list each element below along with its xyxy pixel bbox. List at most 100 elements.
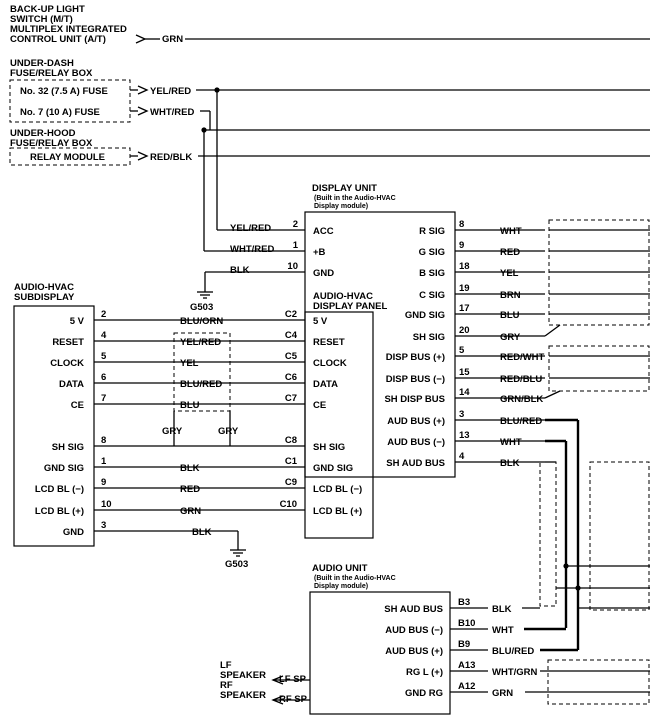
subdisplay-pin-label: RESET: [52, 337, 84, 348]
audio-unit-subtitle: (Built in the Audio-HVAC: [314, 575, 396, 582]
audio-unit-pin-label: AUD BUS (+): [385, 646, 443, 657]
subdisplay-pin: 6: [101, 372, 106, 383]
speaker-label: SPEAKER: [220, 670, 266, 681]
au-rg-shield: [547, 659, 650, 705]
underdash-label: FUSE/RELAY BOX: [10, 68, 93, 79]
backup-light-label: CONTROL UNIT (A/T): [10, 34, 106, 45]
display-unit-subtitle: (Built in the Audio-HVAC: [314, 195, 396, 202]
audio-unit-wire-label: WHT: [492, 625, 514, 636]
display-unit-right-pin: 3: [459, 409, 464, 420]
panel-pin-label: LCD BL (+): [313, 506, 362, 517]
subdisplay-pin: 7: [101, 393, 106, 404]
audio-unit-pin: A12: [458, 681, 475, 692]
fuse32-label: No. 32 (7.5 A) FUSE: [20, 86, 108, 97]
display-unit-right-pin-label: GND SIG: [405, 310, 445, 321]
display-unit-right-wire-label: GRY: [500, 332, 521, 343]
audio-unit-pin-label: RG L (+): [406, 667, 443, 678]
backup-light-label: BACK-UP LIGHT: [10, 4, 85, 15]
display-unit-left-wire-label: WHT/RED: [230, 244, 274, 255]
panel-pin-label: 5 V: [313, 316, 328, 327]
audio-unit-wire-label: BLU/RED: [492, 646, 534, 657]
lower-ground-label: G503: [225, 559, 248, 570]
display-unit-left-pin: 2: [293, 219, 298, 230]
panel-wire-label: BLU/RED: [180, 379, 222, 390]
panel-wire-label: BLU: [180, 400, 200, 411]
panel-pin: C7: [285, 393, 297, 404]
panel-pin-label: SH SIG: [313, 442, 345, 453]
display-unit-right-wire-label: RED/WHT: [500, 352, 545, 363]
display-unit-right-wire-label: BLK: [500, 458, 520, 469]
display-unit-right-pin-label: SH AUD BUS: [386, 458, 445, 469]
display-unit-right-wire-label: BLU: [500, 310, 520, 321]
subdisplay-pin: 8: [101, 435, 106, 446]
relay-wire-label: RED/BLK: [150, 152, 192, 163]
panel-pin-label: LCD BL (−): [313, 484, 362, 495]
aud-right-shield: [589, 461, 650, 611]
panel-pin: C6: [285, 372, 297, 383]
panel-wire-label: BLK: [180, 463, 200, 474]
display-unit-right-pin-label: AUD BUS (+): [387, 416, 445, 427]
display-unit-right-pin-label: C SIG: [419, 290, 445, 301]
display-unit-right-pin: 20: [459, 325, 470, 336]
subdisplay-pin-label: DATA: [59, 379, 84, 390]
fuse7-arrow: [137, 106, 149, 116]
speaker-label: RF: [220, 680, 233, 691]
disp-bus-shield-box: [548, 345, 650, 392]
subdisplay-title: AUDIO-HVAC: [14, 282, 74, 293]
subdisplay-pin-label: SH SIG: [52, 442, 84, 453]
audio-unit-pin: B9: [458, 639, 470, 650]
display-unit-right-pin: 9: [459, 240, 464, 251]
relay-label: RELAY MODULE: [30, 152, 105, 163]
display-unit-subtitle: Display module): [314, 203, 368, 210]
shield-right-label: GRY: [218, 426, 239, 437]
audio-unit-wire-label: GRN: [492, 688, 513, 699]
display-unit-right-pin-label: AUD BUS (−): [387, 437, 445, 448]
display-unit-right-wire-label: BRN: [500, 290, 521, 301]
display-unit-title: DISPLAY UNIT: [312, 183, 377, 194]
display-unit-right-pin-label: B SIG: [419, 268, 445, 279]
panel-pin: C5: [285, 351, 298, 362]
panel-title: DISPLAY PANEL: [313, 301, 387, 312]
audio-unit-pin: B10: [458, 618, 475, 629]
subdisplay-pin: 2: [101, 309, 106, 320]
display-unit-right-pin-label: DISP BUS (−): [386, 374, 445, 385]
backup-light-label: MULTIPLEX INTEGRATED: [10, 24, 127, 35]
sh-disp-link: [544, 390, 561, 399]
display-unit-right-pin: 19: [459, 283, 470, 294]
backup-arrow: [135, 34, 147, 44]
relay-arrow: [137, 151, 149, 161]
display-unit-right-wire-label: WHT: [500, 226, 522, 237]
panel-wire-label: YEL: [180, 358, 199, 369]
panel-pin-label: CE: [313, 400, 326, 411]
display-unit-left-pin: 1: [293, 240, 299, 251]
fuse7-label: No. 7 (10 A) FUSE: [20, 107, 100, 118]
subdisplay-pin: 10: [101, 499, 112, 510]
speaker-wire-label: LF SP: [279, 674, 307, 685]
audio-unit-pin-label: GND RG: [405, 688, 443, 699]
display-unit-right-wire-label: RED: [500, 247, 520, 258]
display-panel-box: [304, 311, 374, 539]
subdisplay-pin-label: LCD BL (+): [35, 506, 84, 517]
panel-pin-label: DATA: [313, 379, 338, 390]
panel-pin: C8: [285, 435, 297, 446]
shield-left-label: GRY: [162, 426, 183, 437]
display-unit-left-pin-label: ACC: [313, 226, 334, 237]
subdisplay-pin-label: GND SIG: [44, 463, 84, 474]
audio-unit-title: AUDIO UNIT: [312, 563, 368, 574]
display-unit-left-pin: 10: [287, 261, 298, 272]
display-unit-right-wire-label: YEL: [500, 268, 519, 279]
aud-junction-2: [575, 585, 581, 591]
display-unit-right-wire-label: WHT: [500, 437, 522, 448]
display-unit-right-wire-label: BLU/RED: [500, 416, 542, 427]
display-unit-left-pin-label: +B: [313, 247, 326, 258]
audio-unit-wire-label: WHT/GRN: [492, 667, 538, 678]
display-unit-left-pin-label: GND: [313, 268, 334, 279]
display-unit-right-pin: 14: [459, 387, 470, 398]
panel-wire-label: BLU/ORN: [180, 316, 223, 327]
subdisplay-pin: 9: [101, 477, 106, 488]
fuse32-wire-label: YEL/RED: [150, 86, 191, 97]
display-unit-right-pin: 8: [459, 219, 464, 230]
display-unit-right-pin: 18: [459, 261, 470, 272]
display-unit-right-pin: 15: [459, 367, 470, 378]
audio-unit-box: [309, 591, 451, 715]
